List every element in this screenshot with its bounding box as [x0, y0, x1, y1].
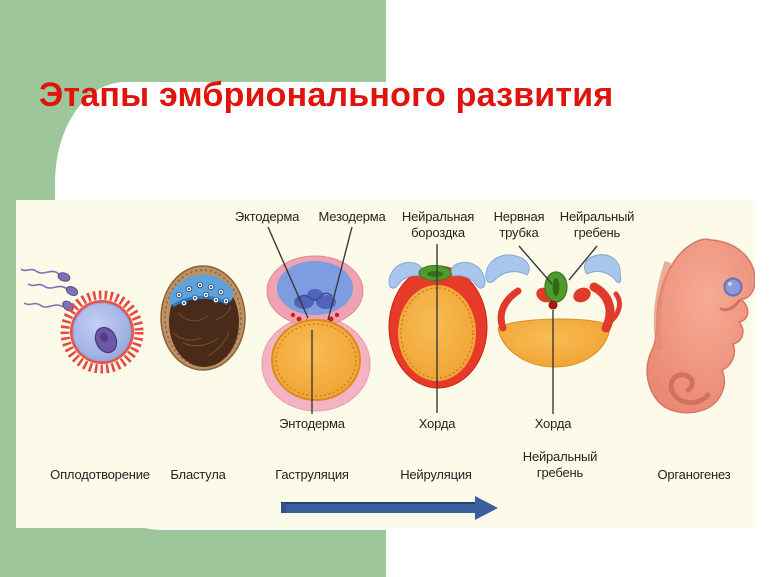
embryo-development-diagram: Эктодерма Мезодерма Нейральная бороздка …	[16, 200, 755, 528]
fertilization-figure	[20, 268, 144, 374]
neurula-figure	[388, 261, 488, 389]
embryo-eye	[723, 277, 743, 297]
crest-right-wing	[584, 254, 622, 284]
embryo-figure	[646, 238, 755, 414]
stage-label-fertilization: Оплодотворение	[50, 467, 150, 482]
egg-corona-spikes	[60, 290, 144, 374]
crest-yolk	[497, 318, 611, 368]
chorda-dot	[548, 300, 558, 310]
slide-title: Этапы эмбрионального развития	[39, 76, 614, 114]
stage-label-organogenesis: Органогенез	[657, 467, 731, 482]
neural-crest-figure	[485, 254, 622, 368]
crest-left-wing	[485, 254, 530, 283]
label-entoderm: Энтодерма	[279, 416, 345, 431]
stage-label-gastrulation: Гаструляция	[275, 467, 349, 482]
label-neural-groove: Нейральная бороздка	[401, 209, 475, 240]
label-mesoderm: Мезодерма	[318, 209, 386, 224]
stage-label-neurulation: Нейруляция	[400, 467, 472, 482]
label-chorda-1: Хорда	[418, 416, 456, 431]
stage-label-blastula: Бластула	[170, 467, 226, 482]
gastrula-yolk	[271, 319, 361, 401]
diagram-artwork	[20, 226, 755, 520]
sperm-cells	[20, 268, 68, 308]
neurula-right-wing	[450, 261, 486, 289]
gastrula-figure	[261, 255, 371, 412]
label-ectoderm: Эктодерма	[234, 209, 300, 224]
process-arrow	[281, 496, 498, 520]
embryo-tail-curl	[668, 372, 711, 406]
blastula-figure	[160, 265, 246, 371]
stage-label-neural-crest: Нейральный гребень	[522, 449, 598, 480]
label-chorda-2: Хорда	[534, 416, 572, 431]
leader-lines	[267, 226, 598, 414]
label-neural-crest: Нейральный гребень	[559, 209, 635, 240]
label-neural-tube: Нервная трубка	[493, 209, 545, 240]
